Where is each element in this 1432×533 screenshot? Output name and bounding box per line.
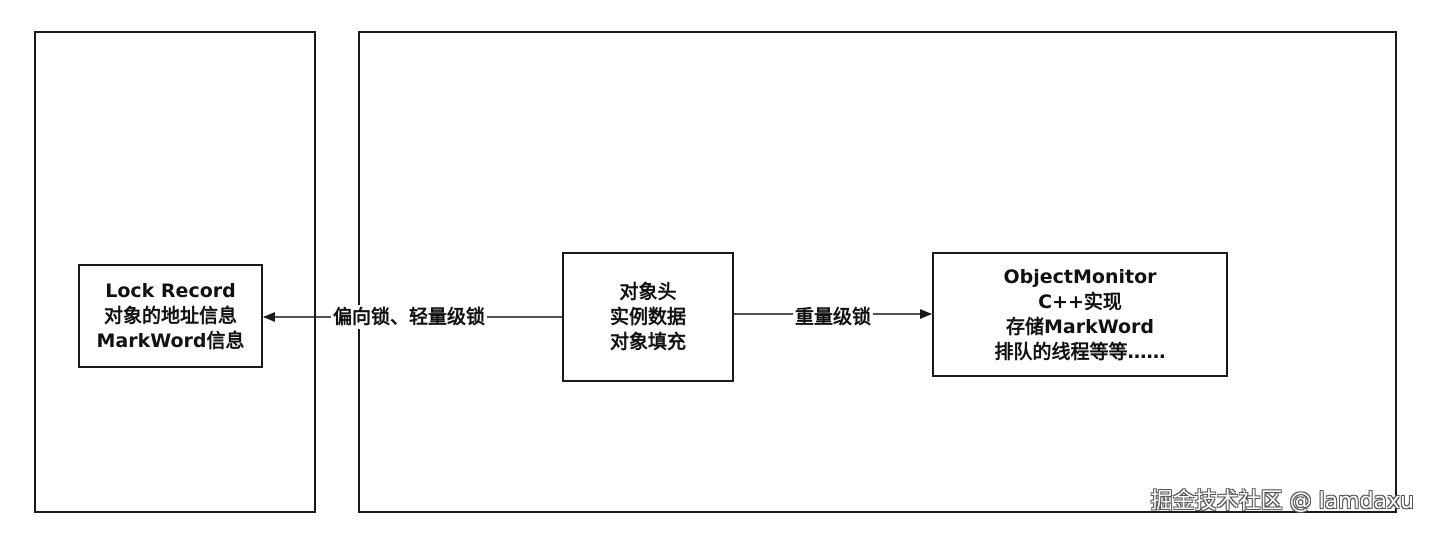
object-monitor-line-3: 存储MarkWord [1005, 315, 1155, 338]
watermark: 掘金技术社区 @ lamdaxu [1150, 489, 1414, 514]
object-monitor-line-4: 排队的线程等等…… [994, 340, 1166, 363]
left-container-frame [34, 31, 316, 513]
lock-record-line-2: 对象的地址信息 [103, 304, 237, 327]
edge-label-heavyweight-lock: 重量级锁 [793, 305, 874, 329]
lock-record-line-3: MarkWord信息 [96, 329, 245, 352]
object-header-line-3: 对象填充 [609, 330, 686, 353]
object-monitor-line-1: ObjectMonitor [1003, 265, 1157, 288]
object-header-line-1: 对象头 [619, 280, 677, 303]
object-monitor-box: ObjectMonitor C++实现 存储MarkWord 排队的线程等等…… [932, 252, 1228, 377]
object-monitor-line-2: C++实现 [1038, 290, 1122, 313]
object-header-line-2: 实例数据 [609, 305, 686, 328]
lock-record-box: Lock Record 对象的地址信息 MarkWord信息 [78, 264, 263, 368]
object-header-box: 对象头 实例数据 对象填充 [562, 252, 734, 382]
lock-record-line-1: Lock Record [105, 279, 236, 302]
right-container-frame [358, 31, 1397, 513]
edge-label-biased-light-lock: 偏向锁、轻量级锁 [331, 305, 488, 329]
